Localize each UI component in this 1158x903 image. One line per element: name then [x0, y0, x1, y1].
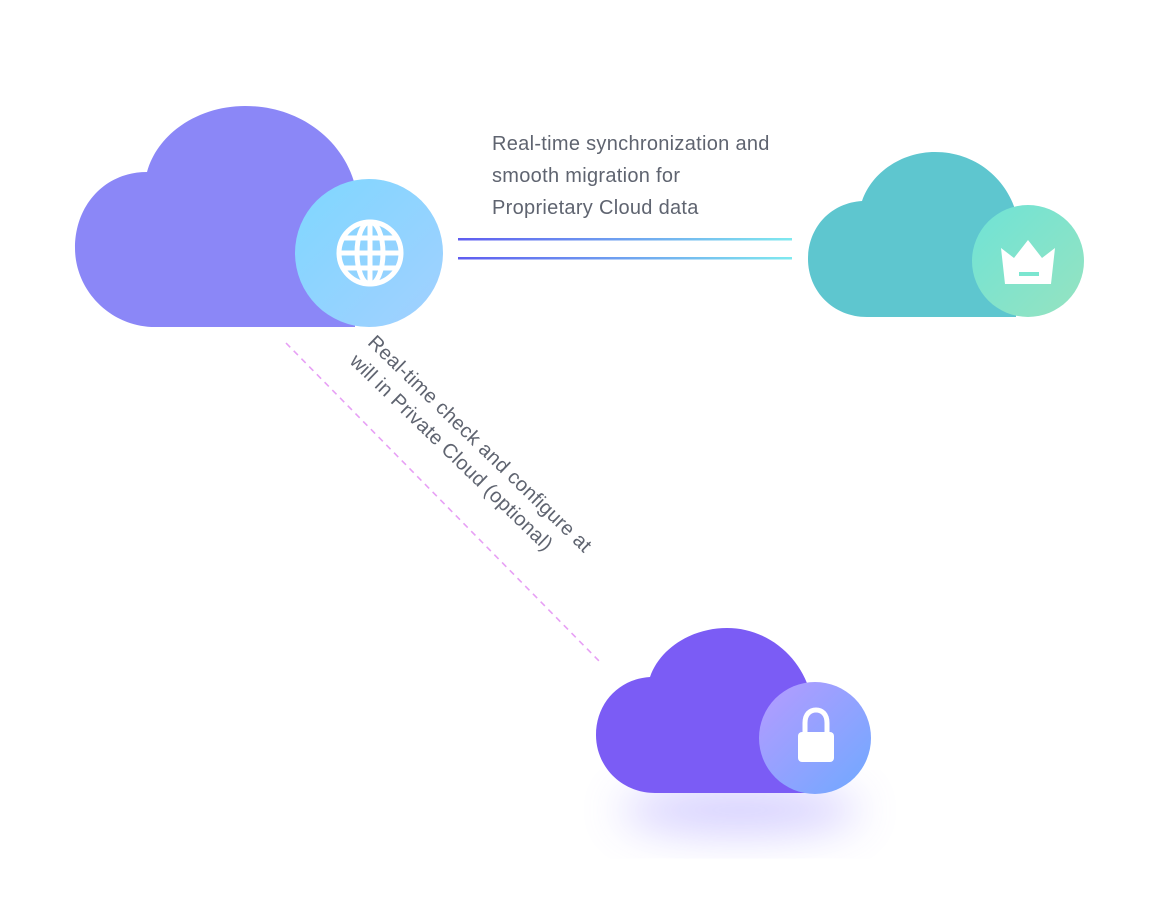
lock-icon: [798, 707, 834, 762]
crown-icon: [1001, 240, 1055, 284]
sync-label: Real-time synchronization and smooth mig…: [492, 128, 852, 224]
sync-label-line-3: Proprietary Cloud data: [492, 197, 699, 219]
cloud-shadow: [620, 788, 860, 832]
sync-line-top: [458, 238, 792, 241]
sync-label-line-1: Real-time synchronization and: [492, 133, 770, 155]
sync-connector: [458, 238, 792, 260]
proprietary-cloud: [808, 152, 1084, 317]
globe-icon: [336, 219, 404, 287]
private-connector-dashed-line: [285, 342, 603, 665]
private-cloud: [596, 628, 871, 832]
main-cloud: [75, 106, 443, 327]
sync-label-line-2: smooth migration for: [492, 165, 681, 187]
sync-line-bottom: [458, 257, 792, 260]
